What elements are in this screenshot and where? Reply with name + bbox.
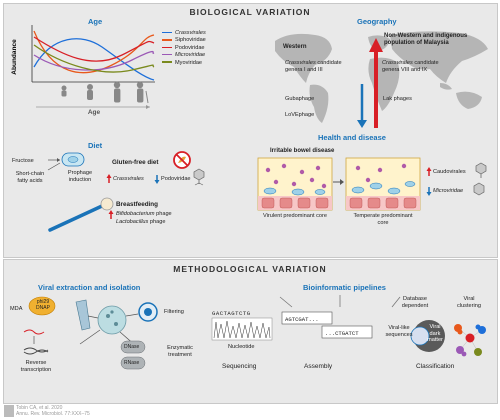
bioinfo-title: Bioinformatic pipelines bbox=[303, 283, 386, 292]
annual-reviews-logo-icon bbox=[4, 405, 14, 417]
ibd-virulent-core bbox=[257, 157, 333, 211]
diet-bifidobacterium: Bifidobacterium phage bbox=[116, 211, 172, 217]
health-down-arrow bbox=[426, 187, 432, 196]
legend-item-microviridae: Microviridae bbox=[162, 52, 206, 59]
assembly-contig-2: ...CTGATCT bbox=[325, 330, 359, 337]
legend-item-podoviridae: Podoviridae bbox=[162, 45, 206, 52]
extraction-rnase: RNase bbox=[124, 360, 140, 366]
diet-fructose: Fructose bbox=[12, 158, 34, 164]
extraction-rt: Reverse transcription bbox=[20, 360, 52, 373]
health-temperate-label: Temperate predominant core bbox=[353, 213, 413, 226]
breastfeeding-up-arrow bbox=[108, 210, 114, 219]
classification-dark-matter: Viral dark matter bbox=[427, 324, 443, 344]
phage-icon-diet bbox=[193, 168, 205, 186]
geography-gubaphage: Gubaphage bbox=[285, 96, 315, 102]
health-caudovirales: Caudovirales bbox=[433, 169, 466, 175]
legend-item-siphoviridae: Siphoviridae bbox=[162, 37, 206, 44]
extraction-mda: MDA bbox=[10, 306, 23, 312]
extraction-center-icons bbox=[75, 299, 158, 347]
assembly-contigs bbox=[281, 311, 373, 339]
legend-item-myoviridae: Myoviridae bbox=[162, 60, 206, 67]
extraction-enzymatic: Enzymatic treatment bbox=[167, 345, 193, 358]
extraction-dnase: DNase bbox=[124, 344, 140, 350]
legend-item-crassvirales: Crassvirales bbox=[162, 30, 206, 37]
extraction-filtering: Filtering bbox=[164, 309, 184, 315]
classification-viral-clustering: Viral clustering bbox=[457, 296, 481, 309]
age-title: Age bbox=[88, 17, 103, 26]
health-up-arrow bbox=[426, 167, 432, 176]
diet-breastfeeding: Breastfeeding bbox=[116, 201, 158, 208]
age-people-icons bbox=[61, 81, 149, 104]
age-xlabel: Age bbox=[88, 109, 101, 116]
bioinfo-arrows bbox=[279, 295, 401, 308]
sequencing-chromatogram bbox=[211, 317, 273, 341]
microviridae-icon bbox=[473, 182, 485, 196]
diet-podoviridae: Podoviridae bbox=[161, 176, 191, 182]
extraction-title: Viral extraction and isolation bbox=[38, 283, 141, 292]
assembly-contig-1: AGTCGAT... bbox=[285, 316, 319, 323]
health-title: Health and disease bbox=[318, 133, 386, 142]
diet-title: Diet bbox=[88, 141, 103, 150]
diet-scfa: Short-chain fatty acids bbox=[15, 171, 45, 184]
sequencing-label: Sequencing bbox=[222, 363, 257, 370]
classification-dark-matter-circle bbox=[410, 320, 445, 352]
geography-western-label: Western bbox=[283, 44, 307, 50]
age-chart: Abundance Age bbox=[11, 25, 155, 116]
geography-lovephage: LoVEphage bbox=[285, 112, 315, 118]
extraction-phi29: phi29 DNAP bbox=[36, 299, 50, 311]
diet-prophage-induction: Prophage induction bbox=[67, 170, 93, 183]
no-gluten-icon bbox=[173, 151, 191, 169]
geography-western-crass: Crassvirales candidate genera I and III bbox=[285, 60, 342, 73]
geography-nonwestern-crass: Crassvirales candidate genera VIII and I… bbox=[382, 60, 439, 73]
footer-citation: Tobin CA, et al. 2020 Annu. Rev. Microbi… bbox=[16, 405, 90, 417]
geography-title: Geography bbox=[357, 17, 397, 26]
classification-viral-like: Viral-like sequences bbox=[385, 325, 413, 338]
breastfeeding-bottle-icon bbox=[48, 197, 114, 232]
enzyme-dnase-rnase-icon bbox=[120, 340, 146, 370]
assembly-label: Assembly bbox=[304, 363, 333, 370]
age-ylabel: Abundance bbox=[11, 39, 18, 75]
health-microviridae: Microviridae bbox=[433, 188, 464, 194]
ibd-arrow bbox=[333, 179, 344, 185]
biological-variation-title: BIOLOGICAL VARIATION bbox=[189, 7, 311, 17]
diet-up-arrow bbox=[106, 174, 112, 183]
prophage-bacteria-icon bbox=[47, 152, 85, 171]
geography-arrows bbox=[357, 38, 383, 128]
methodological-variation-title: METHODOLOGICAL VARIATION bbox=[173, 264, 327, 274]
caudovirales-phage-icon bbox=[475, 162, 487, 178]
diet-lactobacillus: Lactobacillus phage bbox=[116, 219, 166, 225]
age-legend: Crassvirales Siphoviridae Podoviridae Mi… bbox=[162, 30, 206, 67]
viral-clustering-network bbox=[454, 324, 486, 357]
phi29-enzyme-icon bbox=[28, 296, 56, 316]
health-virulent-label: Virulent predominant core bbox=[263, 213, 327, 219]
geography-nonwestern-label: Non-Western and indigenous population of… bbox=[384, 33, 468, 46]
seq-nucleotide-text: GACTAGTCTG bbox=[212, 310, 251, 317]
diet-gluten-free: Gluten-free diet bbox=[112, 159, 159, 166]
diet-crassvirales: Crassvirales bbox=[113, 176, 144, 182]
classification-database: Database dependent bbox=[401, 296, 429, 309]
geography-lak-phages: Lak phages bbox=[383, 96, 412, 102]
classification-label: Classification bbox=[416, 363, 455, 370]
sequencing-nucleotide-label: Nucleotide bbox=[228, 344, 255, 350]
diet-down-arrow bbox=[154, 175, 160, 184]
health-ibd: Irritable bowel disease bbox=[270, 148, 335, 154]
ibd-temperate-core bbox=[345, 157, 421, 211]
dna-strand-icon bbox=[23, 329, 49, 355]
